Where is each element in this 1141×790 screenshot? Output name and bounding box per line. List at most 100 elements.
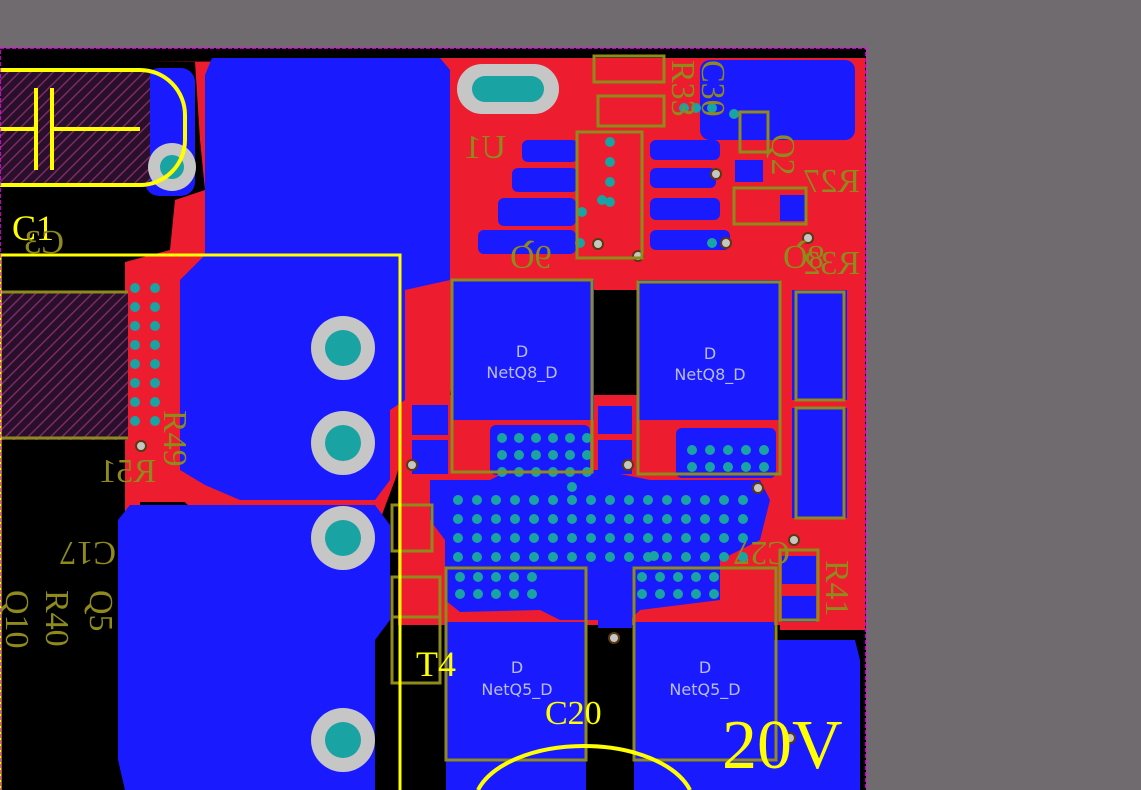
- q2-outline: [738, 110, 770, 154]
- test-hole: [784, 732, 796, 744]
- via: [473, 572, 483, 582]
- via: [681, 552, 691, 562]
- via: [605, 514, 615, 524]
- label-r41: R41: [818, 560, 855, 617]
- q8-left-outline: [450, 278, 594, 474]
- c3-pad-hatched: [0, 292, 128, 440]
- via: [130, 283, 140, 293]
- via: [624, 514, 634, 524]
- r41-outline-2: [794, 406, 846, 520]
- label-q6: Q6: [510, 238, 552, 275]
- q8-right-pin: D: [704, 344, 716, 363]
- label-c27: C27: [733, 534, 790, 571]
- via: [719, 552, 729, 562]
- bottom-copper-layer: [118, 58, 860, 790]
- via: [455, 572, 465, 582]
- label-r27: R27: [803, 163, 860, 200]
- bottom-copper-pad-small-1: [412, 405, 448, 435]
- via: [150, 283, 160, 293]
- via: [472, 552, 482, 562]
- via: [605, 533, 615, 543]
- bottom-copper-pad-small-7: [782, 596, 816, 622]
- via: [529, 552, 539, 562]
- via: [637, 572, 647, 582]
- via: [687, 462, 697, 472]
- via: [605, 552, 615, 562]
- bottom-copper-u1-pad-7: [650, 198, 720, 220]
- via: [649, 551, 659, 561]
- via: [741, 462, 751, 472]
- test-hole: [406, 459, 418, 471]
- bottom-copper-u1-pad-6: [650, 168, 716, 188]
- label-q8: Q8: [783, 238, 825, 275]
- via: [130, 359, 140, 369]
- via: [582, 433, 592, 443]
- via: [582, 450, 592, 460]
- via: [565, 433, 575, 443]
- via: [510, 514, 520, 524]
- bottom-copper-pad-small-8: [735, 160, 763, 182]
- via: [597, 195, 607, 205]
- via: [707, 238, 717, 248]
- via: [150, 302, 160, 312]
- via: [473, 589, 483, 599]
- via: [605, 197, 615, 207]
- q5-right-pin: D: [699, 658, 711, 677]
- net-labels: D NetQ8_D D NetQ8_D D NetQ5_D D NetQ5_D: [481, 342, 745, 700]
- via: [472, 514, 482, 524]
- via: [643, 514, 653, 524]
- via: [514, 433, 524, 443]
- via: [577, 207, 587, 217]
- via: [586, 514, 596, 524]
- via: [700, 514, 710, 524]
- bottom-copper-pad-a: [490, 425, 590, 475]
- via: [681, 495, 691, 505]
- via: [719, 514, 729, 524]
- via: [709, 589, 719, 599]
- via: [624, 552, 634, 562]
- u1-slot-pad: [457, 64, 559, 114]
- via: [130, 340, 140, 350]
- label-r40: R40: [38, 590, 75, 647]
- via: [548, 450, 558, 460]
- via: [729, 109, 739, 119]
- via: [673, 572, 683, 582]
- via: [455, 589, 465, 599]
- via: [491, 589, 501, 599]
- via: [529, 514, 539, 524]
- bottom-silk-labels: C3 U1 Q6 Q8 C30 R33 Q2 R27 R32 R49 R51 C…: [0, 60, 860, 649]
- r27-outline: [732, 186, 808, 226]
- via: [655, 589, 665, 599]
- q5-right-net: NetQ5_D: [669, 680, 740, 700]
- via: [567, 533, 577, 543]
- r33-outline: [596, 94, 666, 128]
- via: [514, 450, 524, 460]
- via: [681, 514, 691, 524]
- via: [691, 572, 701, 582]
- via: [453, 552, 463, 562]
- via: [586, 552, 596, 562]
- bottom-copper-u1-pad-4: [478, 230, 576, 254]
- test-hole: [135, 440, 147, 452]
- via: [738, 533, 748, 543]
- q8-right-net: NetQ8_D: [674, 365, 745, 385]
- label-r49: R49: [156, 410, 193, 467]
- via: [472, 495, 482, 505]
- via: [655, 572, 665, 582]
- via: [687, 445, 697, 455]
- via: [662, 514, 672, 524]
- via: [738, 495, 748, 505]
- label-r51: R51: [99, 453, 156, 490]
- via: [548, 533, 558, 543]
- label-c20: C20: [545, 695, 602, 732]
- via: [565, 450, 575, 460]
- via: [472, 533, 482, 543]
- bottom-copper-heatsink-mid: [430, 470, 770, 620]
- via: [624, 495, 634, 505]
- label-q2: Q2: [764, 134, 801, 176]
- via: [497, 450, 507, 460]
- via: [527, 589, 537, 599]
- bottom-copper-u1-pad-8: [650, 230, 730, 250]
- r41-outline-3: [778, 548, 820, 622]
